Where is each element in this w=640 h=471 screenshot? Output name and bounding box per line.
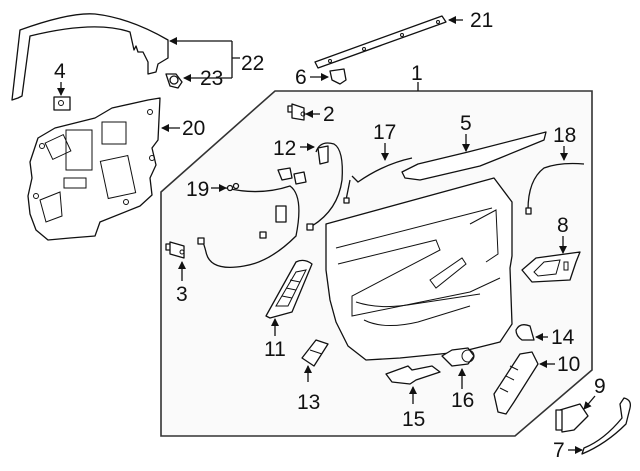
part-21-belt-weatherstrip[interactable] [314, 15, 447, 69]
part-7-pull-handle-trim[interactable] [581, 397, 632, 455]
callout-label-4: 4 [54, 60, 66, 83]
part-15-bracket[interactable] [385, 365, 441, 385]
part-23-push-pin[interactable] [165, 73, 183, 89]
callout-label-5: 5 [460, 112, 472, 135]
part-11-switch-bezel[interactable] [265, 259, 313, 319]
part-6-clip[interactable] [329, 68, 347, 85]
callout-label-19: 19 [186, 178, 209, 201]
part-8-door-handle-bezel[interactable] [521, 251, 581, 283]
part-18-wire[interactable] [525, 162, 585, 215]
callout-label-14: 14 [551, 326, 575, 349]
callout-label-10: 10 [557, 353, 580, 376]
callout-label-7: 7 [553, 439, 565, 462]
part-3-clip[interactable] [165, 241, 185, 259]
callout-label-9: 9 [594, 375, 606, 398]
callout-label-3: 3 [176, 283, 188, 306]
callout-label-13: 13 [297, 391, 320, 414]
part-14-cap[interactable] [515, 324, 535, 341]
part-12-harness[interactable] [306, 142, 343, 231]
callout-label-23: 23 [200, 67, 223, 90]
part-5-upper-trim-panel[interactable] [401, 131, 547, 181]
callout-label-12: 12 [273, 137, 296, 160]
part-22-frame-molding[interactable] [11, 13, 169, 101]
callout-label-1: 1 [411, 62, 423, 85]
part-17-wire[interactable] [343, 157, 413, 204]
part-20-water-deflector[interactable] [27, 97, 161, 241]
callout-label-15: 15 [402, 408, 425, 431]
part-9-handle-insert[interactable] [555, 403, 589, 433]
callout-label-6: 6 [295, 66, 307, 89]
callout-leaders [57, 16, 596, 454]
part-2-clip[interactable] [287, 103, 306, 121]
part-4-label[interactable] [53, 96, 71, 111]
callout-label-22: 22 [241, 52, 264, 75]
callout-label-8: 8 [557, 214, 569, 237]
callout-label-21: 21 [470, 9, 493, 32]
part-10-switch-assembly[interactable] [493, 351, 539, 415]
callout-label-17: 17 [373, 121, 396, 144]
part-19-harness[interactable] [197, 167, 307, 269]
callout-label-11: 11 [264, 338, 286, 361]
part-16-lamp[interactable] [441, 347, 475, 367]
callout-label-20: 20 [182, 117, 205, 140]
callout-label-16: 16 [451, 389, 474, 412]
callout-label-18: 18 [553, 124, 576, 147]
part-13-switch[interactable] [301, 339, 329, 367]
callout-label-2: 2 [323, 103, 335, 126]
